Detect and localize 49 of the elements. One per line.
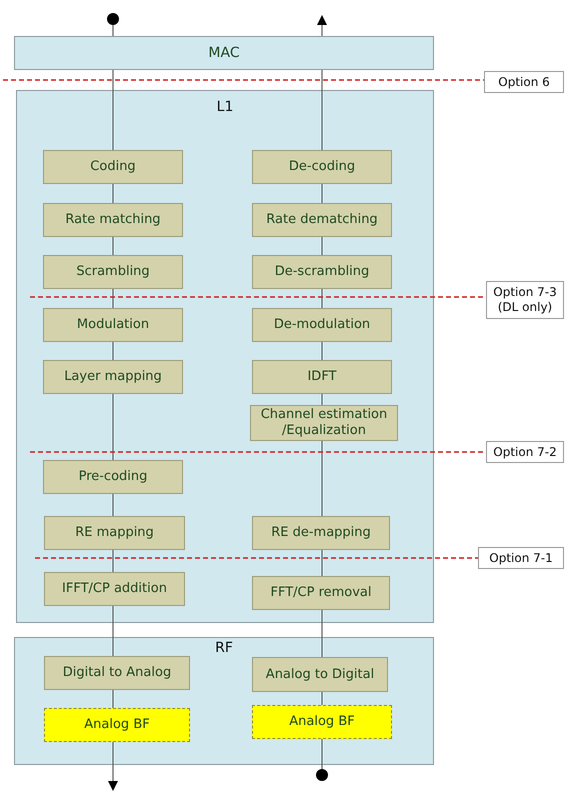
process-box: RE mapping — [44, 516, 185, 550]
option-label-box: Option 7-1 — [478, 547, 564, 569]
process-box: IFFT/CP addition — [44, 572, 185, 606]
process-box: RE de-mapping — [252, 516, 390, 550]
split-line — [30, 296, 486, 298]
layer-title: L1 — [216, 99, 234, 115]
arrow — [108, 742, 118, 791]
layer-title: MAC — [208, 45, 240, 61]
endpoint-dot — [107, 13, 119, 25]
process-box: Analog BF — [252, 705, 392, 739]
process-box: Analog to Digital — [252, 657, 388, 692]
split-line — [35, 557, 478, 559]
connector-line — [112, 690, 114, 708]
layer-panel — [16, 90, 434, 623]
option-label-box: Option 6 — [484, 71, 564, 93]
connector-line — [112, 394, 114, 460]
endpoint-dot — [316, 769, 328, 781]
process-box: Modulation — [43, 308, 183, 342]
process-box: IDFT — [252, 360, 392, 394]
process-box: De-coding — [252, 150, 392, 184]
process-box: Analog BF — [44, 708, 190, 742]
connector-line — [112, 606, 114, 656]
connector-line — [112, 550, 114, 572]
layer-title: RF — [215, 640, 233, 656]
process-box: Digital to Analog — [44, 656, 190, 690]
process-box: Channel estimation /Equalization — [250, 405, 398, 441]
split-line — [3, 79, 484, 81]
layer-panel — [14, 36, 434, 70]
process-box: Rate matching — [43, 203, 183, 237]
arrow — [317, 15, 327, 36]
connector-line — [112, 494, 114, 516]
process-box: De-modulation — [252, 308, 392, 342]
option-label-box: Option 7-2 — [486, 441, 564, 463]
connector-line — [112, 24, 114, 36]
process-box: Pre-coding — [43, 460, 183, 494]
process-box: Scrambling — [43, 255, 183, 289]
connector-line — [112, 342, 114, 360]
process-box: Layer mapping — [43, 360, 183, 394]
layer-panel — [14, 637, 434, 765]
connector-line — [112, 70, 114, 150]
process-box: Rate dematching — [252, 203, 392, 237]
connector-line — [112, 288, 114, 308]
connector-line — [112, 184, 114, 204]
connector-line — [112, 236, 114, 256]
split-line — [30, 451, 486, 453]
option-label-box: Option 7-3 (DL only) — [486, 281, 564, 319]
process-box: FFT/CP removal — [252, 576, 390, 610]
process-box: De-scrambling — [252, 255, 392, 289]
process-box: Coding — [43, 150, 183, 184]
